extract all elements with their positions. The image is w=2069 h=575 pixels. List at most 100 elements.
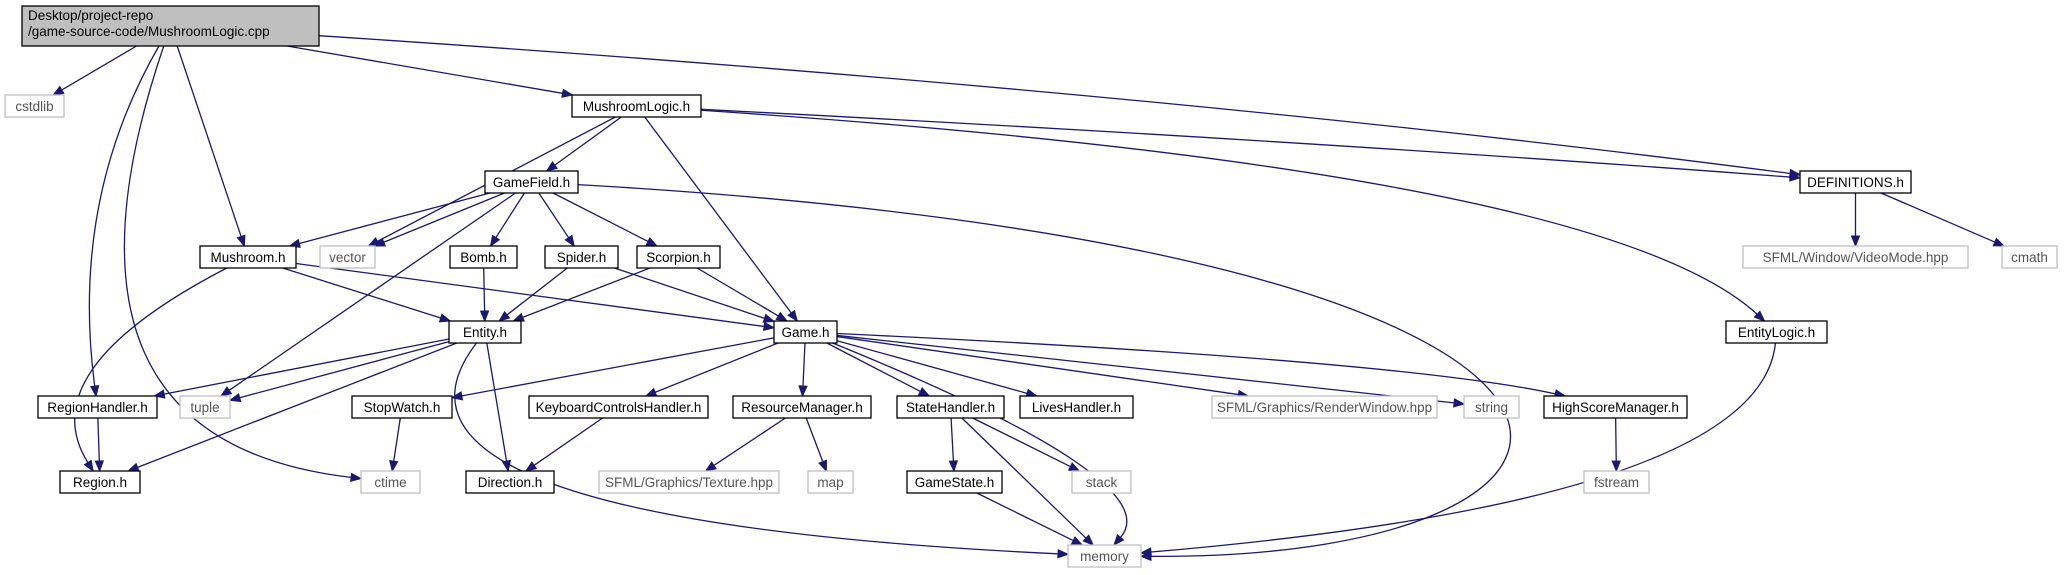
node-ctime: ctime [360,470,421,494]
node-box-mushroomlogic_h[interactable] [571,94,702,118]
node-label-entity_h: Entity.h [463,325,507,340]
node-liveshandler_h[interactable]: LivesHandler.h [1019,395,1134,419]
edge-game_h-to-memory [832,342,1128,538]
node-region_h[interactable]: Region.h [59,470,141,494]
node-label-spider_h: Spider.h [557,250,607,265]
edge-stopwatch_h-to-ctime [393,417,401,462]
node-label-vector: vector [329,250,366,265]
node-box-memory [1067,544,1142,568]
node-box-keyboard_h[interactable] [528,395,709,419]
arrowhead-statehandler_h-to-memory [1082,534,1095,546]
node-box-entitylogic_h[interactable] [1725,320,1828,344]
node-label-regionhandler_h: RegionHandler.h [47,400,148,415]
edge-entity_h-to-tuple [239,341,450,399]
node-box-liveshandler_h[interactable] [1019,395,1134,419]
node-box-bomb_h[interactable] [449,245,518,269]
node-box-spider_h[interactable] [544,245,619,269]
node-label-tuple: tuple [190,400,219,415]
arrowhead-statehandler_h-to-stack [1067,462,1081,472]
node-label-highscore_h: HighScoreManager.h [1552,400,1679,415]
node-box-gamefield_h[interactable] [484,170,579,194]
node-scorpion_h[interactable]: Scorpion.h [636,245,721,269]
node-keyboard_h[interactable]: KeyboardControlsHandler.h [528,395,709,419]
node-entitylogic_h[interactable]: EntityLogic.h [1725,320,1828,344]
node-box-direction_h[interactable] [465,470,555,494]
node-resourcemanager_h[interactable]: ResourceManager.h [732,395,872,419]
node-label-statehandler_h: StateHandler.h [906,400,995,415]
arrowhead-scorpion_h-to-entity_h [512,312,525,322]
node-box-definitions_h[interactable] [1799,170,1912,194]
node-box-scorpion_h[interactable] [636,245,721,269]
node-entity_h[interactable]: Entity.h [448,320,522,344]
edge-gamestate_h-to-memory [976,492,1074,542]
node-box-gamestate_h[interactable] [906,470,1003,494]
node-string: string [1463,395,1520,419]
node-definitions_h[interactable]: DEFINITIONS.h [1799,170,1912,194]
edge-mushroomlogic_h-to-game_h [644,116,792,314]
arrowhead-mushroomlogic_h-to-definitions_h [1789,172,1802,182]
arrowhead-mushroomlogic_h-to-entitylogic_h [1753,310,1766,322]
node-box-stack [1071,470,1132,494]
node-label-region_h: Region.h [73,475,127,490]
node-stopwatch_h[interactable]: StopWatch.h [351,395,453,419]
node-gamestate_h[interactable]: GameState.h [906,470,1003,494]
node-spider_h[interactable]: Spider.h [544,245,619,269]
arrowhead-gamefield_h-to-bomb_h [489,234,501,248]
node-label-mushroomlogic_h: MushroomLogic.h [583,99,690,114]
edge-bomb_h-to-entity_h [483,267,486,312]
arrowhead-definitions_h-to-sfml_videomode [1850,235,1861,248]
edge-entitylogic_h-to-memory [1150,342,1777,553]
nodes-layer: Desktop/project-repo/game-source-code/Mu… [4,5,2058,568]
arrowhead-definitions_h-to-cmath [1992,237,2006,247]
arrowhead-gamefield_h-to-scorpion_h [645,237,659,247]
edge-game_h-to-sfml_renderwindow [836,335,1239,396]
node-box-mushroom_h[interactable] [199,245,297,269]
node-box-highscore_h[interactable] [1543,395,1688,419]
edge-gamefield_h-to-spider_h [538,192,570,239]
edge-definitions_h-to-cmath [1880,192,1996,243]
edge-highscore_h-to-fstream [1615,417,1617,462]
node-mushroomlogic_h[interactable]: MushroomLogic.h [571,94,702,118]
node-box-root[interactable] [21,5,320,47]
arrowhead-root-to-ctime [350,472,363,483]
node-highscore_h[interactable]: HighScoreManager.h [1543,395,1688,419]
node-label-liveshandler_h: LivesHandler.h [1032,400,1121,415]
edge-entity_h-to-region_h [137,342,458,468]
edge-mushroomlogic_h-to-definitions_h [700,108,1791,178]
arrowhead-spider_h-to-game_h [762,313,776,323]
node-box-entity_h[interactable] [448,320,522,344]
edge-statehandler_h-to-stack [972,417,1071,468]
node-box-game_h[interactable] [773,320,838,344]
node-label-resourcemanager_h: ResourceManager.h [741,400,863,415]
edge-gamefield_h-to-vector [383,192,505,243]
edge-entity_h-to-memory [454,342,1059,555]
node-label-direction_h: Direction.h [478,475,543,490]
node-regionhandler_h[interactable]: RegionHandler.h [37,395,158,419]
node-root[interactable]: Desktop/project-repo/game-source-code/Mu… [21,5,320,47]
edge-root-to-mushroom_h [176,45,242,237]
node-label-cmath: cmath [2011,250,2048,265]
edge-game_h-to-stopwatch_h [461,337,775,397]
node-statehandler_h[interactable]: StateHandler.h [896,395,1005,419]
node-label-sfml_videomode: SFML/Window/VideoMode.hpp [1763,250,1949,265]
node-direction_h[interactable]: Direction.h [465,470,555,494]
node-bomb_h[interactable]: Bomb.h [449,245,518,269]
node-gamefield_h[interactable]: GameField.h [484,170,579,194]
edge-mushroom_h-to-region_h [74,267,228,463]
node-box-regionhandler_h[interactable] [37,395,158,419]
node-box-region_h[interactable] [59,470,141,494]
edge-entity_h-to-regionhandler_h [164,338,450,395]
edge-gamefield_h-to-mushroom_h [299,192,491,245]
arrowhead-game_h-to-string [1453,398,1466,408]
node-box-resourcemanager_h[interactable] [732,395,872,419]
edge-game_h-to-string [836,334,1455,404]
node-sfml_texture: SFML/Graphics/Texture.hpp [598,470,780,494]
node-mushroom_h[interactable]: Mushroom.h [199,245,297,269]
node-box-statehandler_h[interactable] [896,395,1005,419]
node-box-tuple [179,395,231,419]
edge-game_h-to-highscore_h [836,332,1556,395]
node-box-stopwatch_h[interactable] [351,395,453,419]
node-label-gamestate_h: GameState.h [915,475,995,490]
node-label-stack: stack [1086,475,1118,490]
node-game_h[interactable]: Game.h [773,320,838,344]
